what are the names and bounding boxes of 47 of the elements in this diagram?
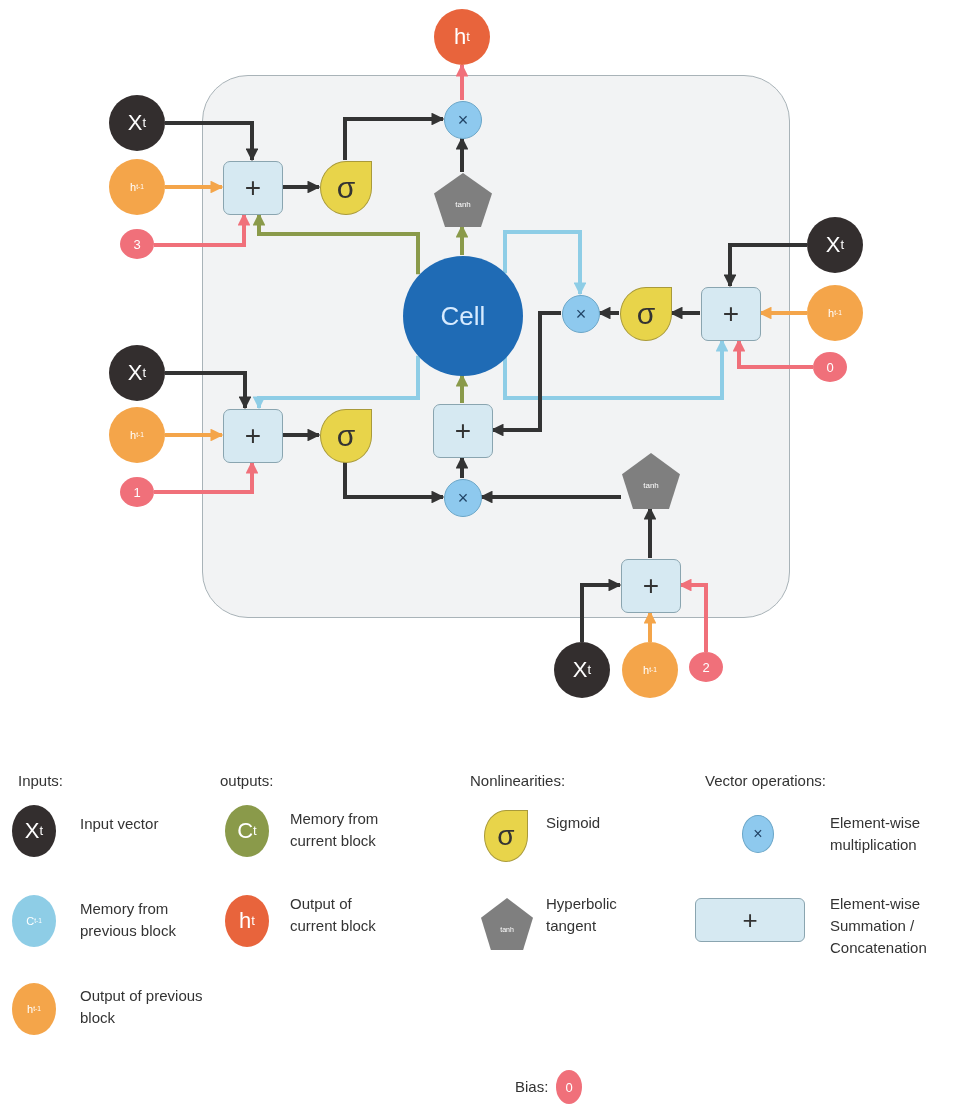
multiply-circle: × — [562, 295, 600, 333]
arrow — [343, 112, 445, 160]
sum-box: + — [223, 409, 283, 463]
sum-box: + — [621, 559, 681, 613]
sigmoid-node: σ — [620, 287, 672, 341]
multiply-circle: × — [444, 101, 482, 139]
arrow — [165, 180, 224, 194]
legend-text: Output of previous block — [80, 986, 204, 1028]
arrow — [165, 428, 224, 442]
legend-text: Input vector — [80, 814, 160, 834]
legend-swatch: 0 — [556, 1070, 582, 1104]
arrow — [455, 373, 469, 403]
cell-block — [202, 74, 790, 618]
legend-heading: Vector operations: — [705, 771, 826, 791]
arrow — [503, 230, 587, 296]
arrow — [165, 121, 259, 162]
arrow — [165, 371, 252, 410]
arrow — [723, 243, 807, 288]
multiply-circle: × — [444, 479, 482, 517]
bias-circle: 2 — [689, 652, 723, 682]
legend-text: Element-wise Summation / Concatenation — [830, 894, 928, 958]
sum-box: + — [223, 161, 283, 215]
cell-circle: Cell — [403, 256, 523, 376]
sum-box: + — [701, 287, 761, 341]
legend-text: Sigmoid — [546, 813, 602, 833]
legend-text: Element-wise multiplication — [830, 813, 922, 855]
sigmoid-node: σ — [320, 409, 372, 463]
legend-text: Hyperbolic tangent — [546, 894, 618, 936]
legend-text: Memory from previous block — [80, 899, 177, 941]
legend-swatch: σ — [484, 810, 528, 862]
legend-heading: outputs: — [220, 771, 274, 791]
legend-swatch: × — [742, 815, 774, 853]
bias-circle: 0 — [813, 352, 847, 382]
legend-heading: Nonlinearities: — [470, 771, 566, 791]
arrow — [455, 63, 469, 100]
bias-circle: 1 — [120, 477, 154, 507]
arrow — [282, 180, 321, 194]
arrow — [343, 462, 445, 504]
arrow — [282, 428, 321, 442]
legend-text: Output of current block — [290, 894, 377, 936]
legend-text: Bias: — [515, 1077, 550, 1097]
legend-heading: Inputs: — [18, 771, 64, 791]
bias-circle: 3 — [120, 229, 154, 259]
legend-text: Memory from current block — [290, 809, 380, 851]
sum-box: + — [433, 404, 493, 458]
sigmoid-node: σ — [320, 161, 372, 215]
legend-swatch: + — [695, 898, 805, 942]
